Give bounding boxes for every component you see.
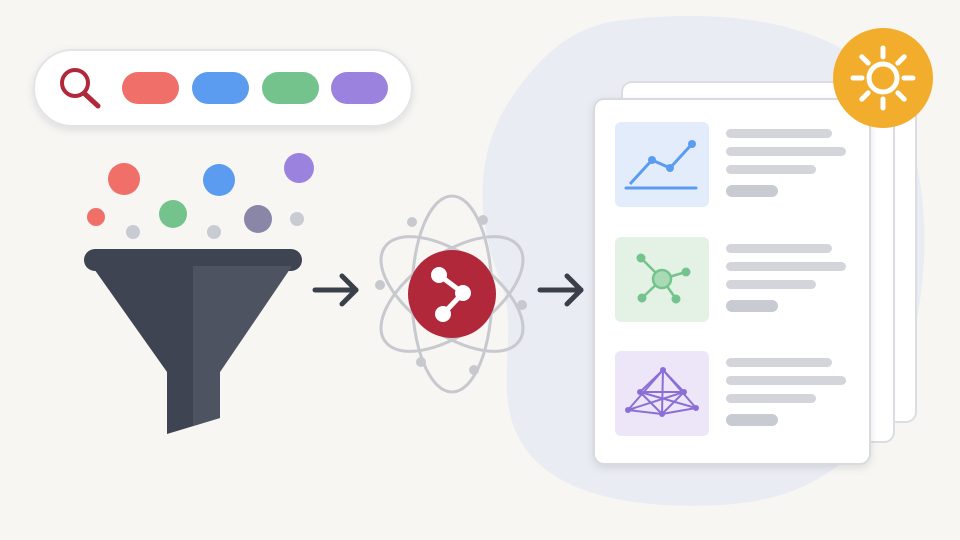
data-particle xyxy=(290,212,304,226)
text-line xyxy=(726,376,846,385)
text-line xyxy=(726,129,832,138)
search-icon[interactable] xyxy=(60,68,101,109)
orbit-nodes xyxy=(375,215,527,375)
search-bar[interactable] xyxy=(33,49,413,127)
tag-pill xyxy=(726,185,778,197)
text-line xyxy=(726,147,846,156)
data-particle xyxy=(207,225,221,239)
text-line xyxy=(726,244,832,253)
text-line xyxy=(726,394,816,403)
data-particle xyxy=(159,200,187,228)
text-line xyxy=(726,165,816,174)
funnel-particles xyxy=(87,153,314,239)
data-particle xyxy=(244,205,272,233)
line-chart-icon xyxy=(624,140,698,190)
data-particle xyxy=(203,164,235,196)
sun-icon[interactable] xyxy=(833,28,933,128)
data-particle xyxy=(87,208,105,226)
filter-chip[interactable] xyxy=(122,72,179,104)
funnel-icon xyxy=(84,249,302,434)
filter-chip[interactable] xyxy=(331,72,388,104)
text-line xyxy=(726,358,832,367)
mesh-pyramid-icon xyxy=(625,367,699,417)
result-card[interactable] xyxy=(615,351,846,436)
result-card[interactable] xyxy=(615,237,846,322)
share-nodes-icon[interactable] xyxy=(408,250,496,338)
tag-pill xyxy=(726,414,778,426)
arrow-right-icon xyxy=(537,273,584,307)
arrow-right-icon xyxy=(312,273,359,307)
network-graph-icon xyxy=(636,253,691,304)
text-line xyxy=(726,280,816,289)
filter-chip[interactable] xyxy=(192,72,249,104)
data-particle xyxy=(108,163,140,195)
data-particle xyxy=(126,225,140,239)
text-line xyxy=(726,262,846,271)
data-particle xyxy=(284,153,314,183)
result-card[interactable] xyxy=(615,122,846,207)
filter-chip[interactable] xyxy=(262,72,319,104)
tag-pill xyxy=(726,300,778,312)
